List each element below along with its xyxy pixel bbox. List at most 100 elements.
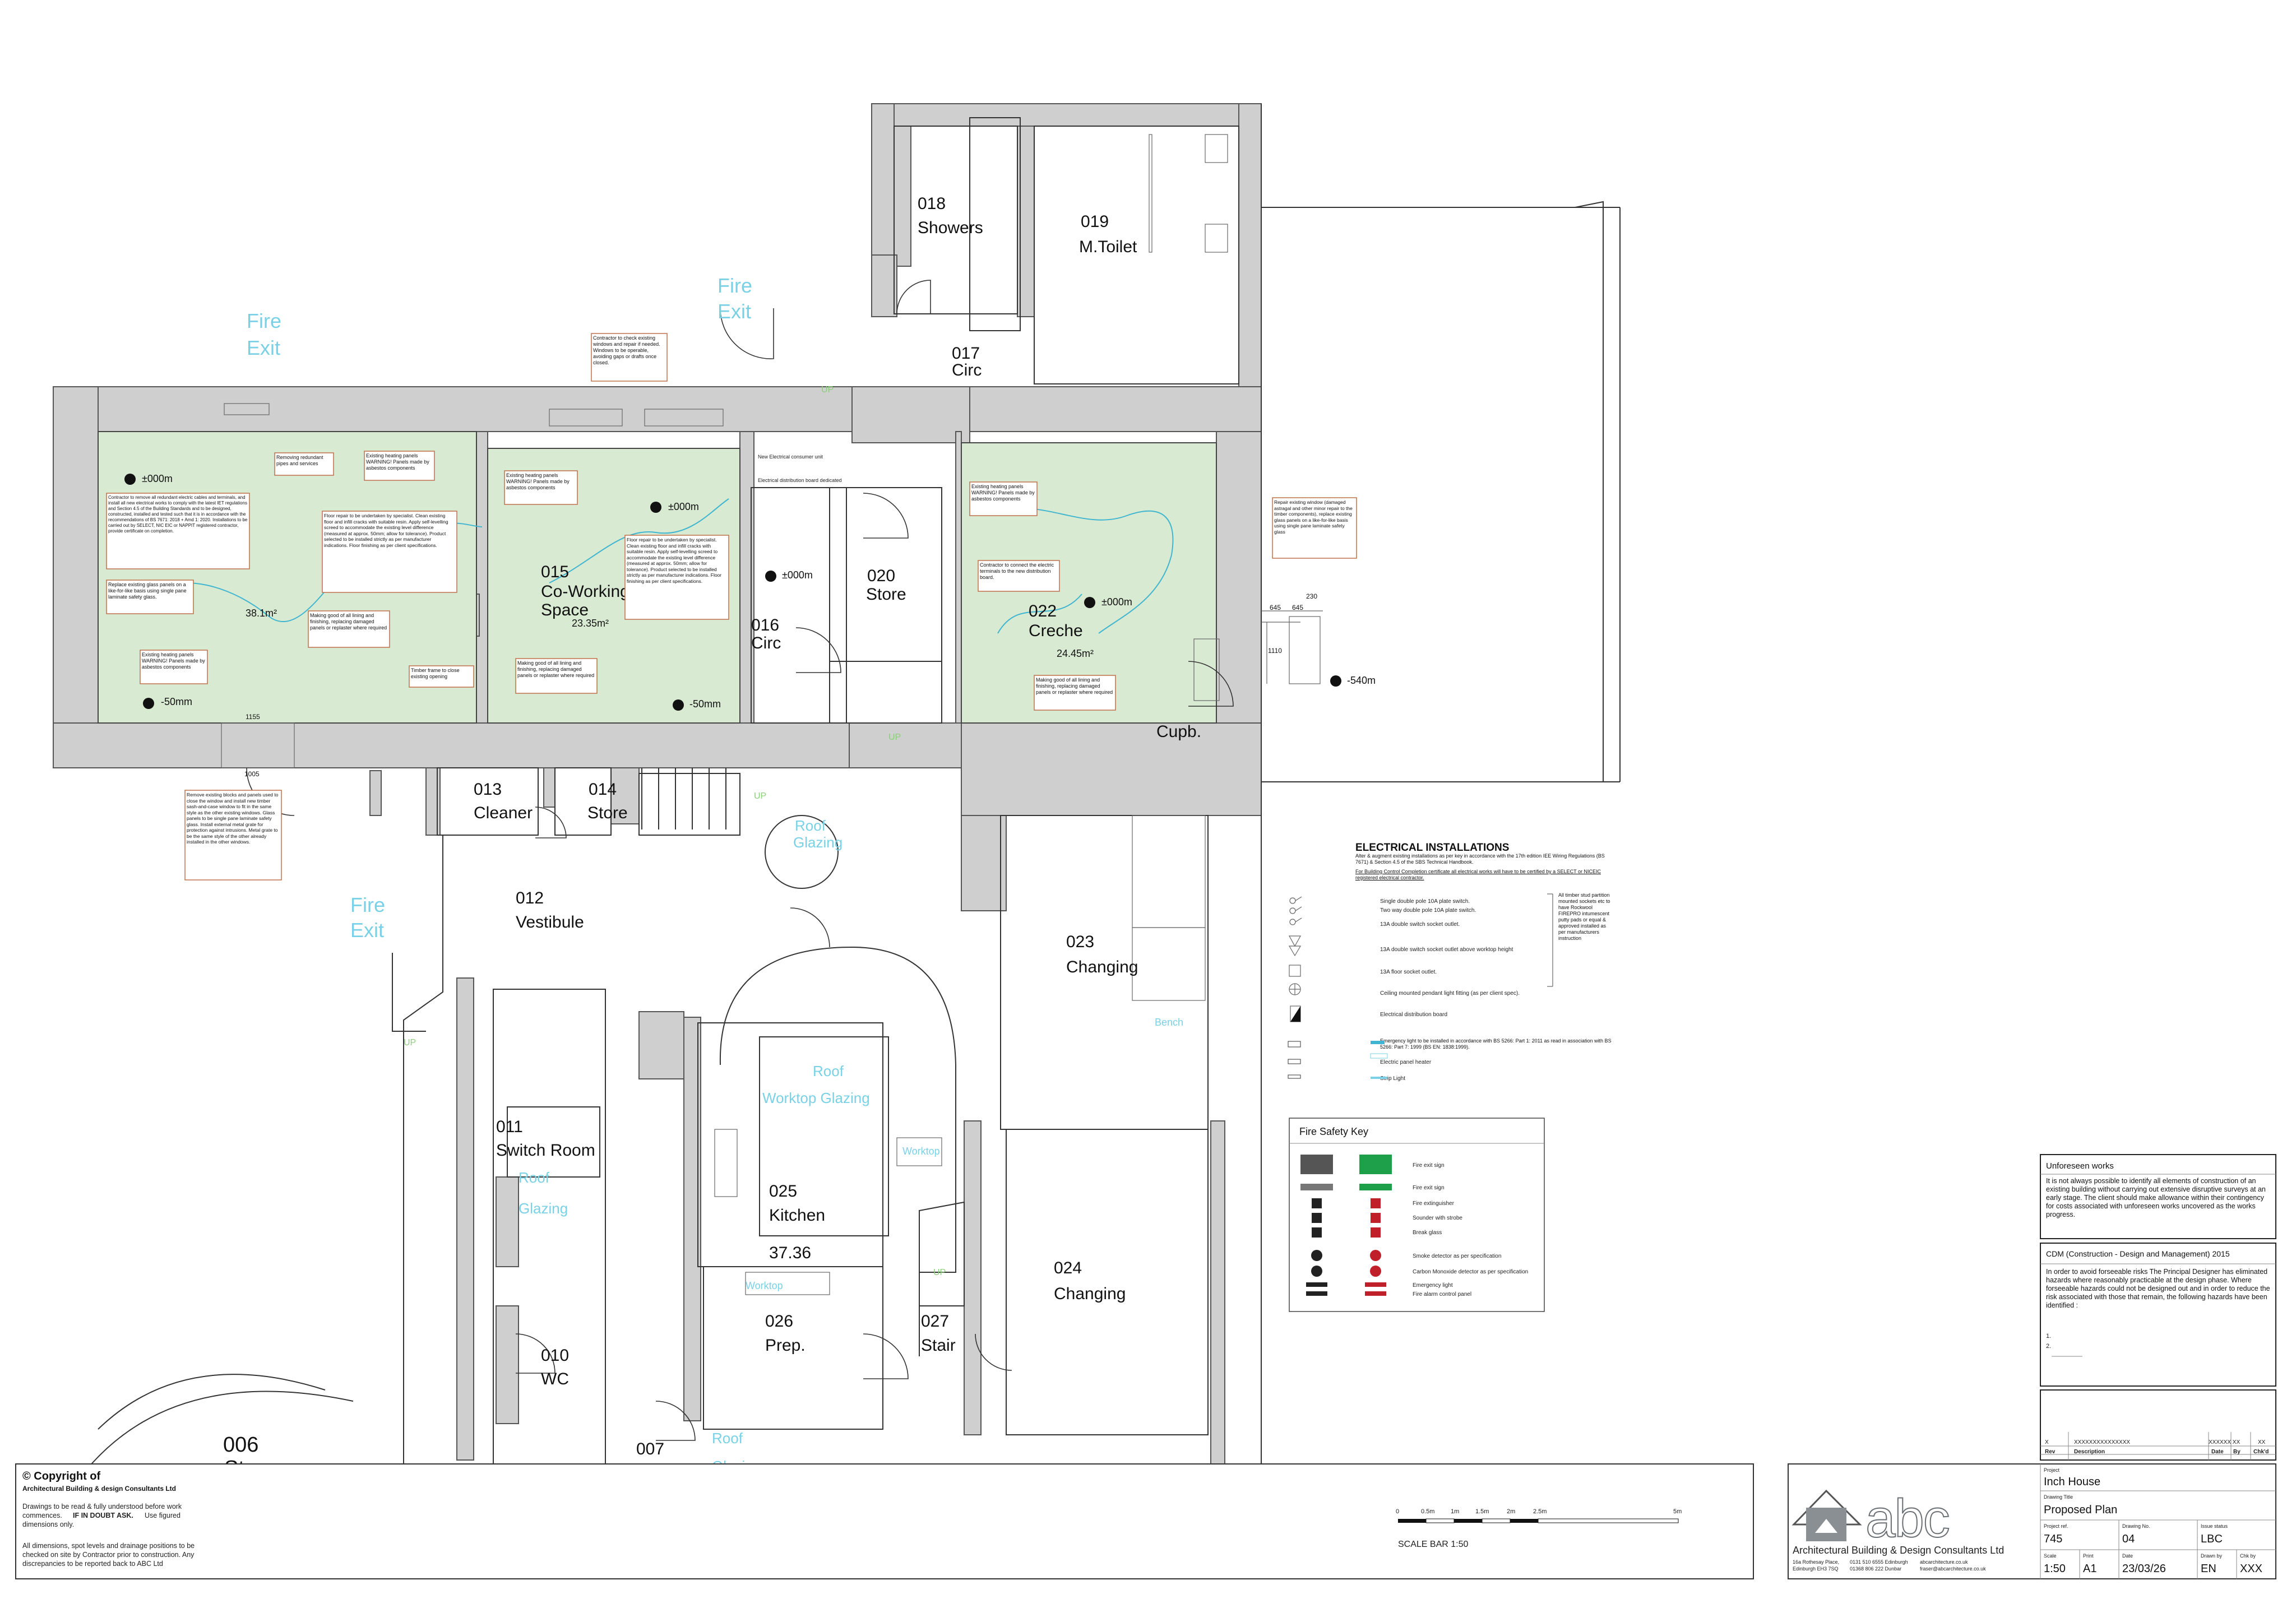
note-floor-repair-a: Floor repair to be undertaken by special… bbox=[324, 513, 448, 548]
building-walls bbox=[53, 103, 1262, 1480]
electrical-item-10: Strip Light bbox=[1380, 1076, 1405, 1082]
level-022: ±000m bbox=[1101, 596, 1132, 608]
title-scale: 1:50 bbox=[2044, 1563, 2066, 1575]
note-replace-glass: Replace existing glass panels on a like-… bbox=[108, 582, 187, 600]
electrical-title: ELECTRICAL INSTALLATIONS bbox=[1355, 842, 1509, 854]
worktop-label-1: Worktop bbox=[902, 1146, 940, 1157]
fire-key-item-5: Break glass bbox=[1413, 1230, 1442, 1236]
bench-label: Bench bbox=[1155, 1017, 1183, 1028]
fire-key-item-3: Fire extinguisher bbox=[1413, 1201, 1455, 1207]
room-023-number: 023 bbox=[1066, 933, 1094, 951]
roof-glazing-2-roof: Roof bbox=[519, 1169, 550, 1186]
revision-header-by: By bbox=[2233, 1449, 2241, 1455]
dimension-230: 230 bbox=[1306, 592, 1317, 600]
room-026-number: 026 bbox=[765, 1312, 793, 1331]
dimension-1005: 1005 bbox=[244, 770, 260, 778]
logo-text: abc bbox=[1866, 1489, 1949, 1549]
fire-key-item-1: Fire exit sign bbox=[1413, 1162, 1445, 1169]
copyright-line-2: commences. bbox=[22, 1512, 62, 1519]
note-heating-022: Existing heating panels WARNING! Panels … bbox=[971, 484, 1035, 502]
electrical-item-3: 13A double switch socket outlet. bbox=[1380, 921, 1460, 928]
title-checked: XXX bbox=[2240, 1563, 2262, 1575]
room-027-name: Stair bbox=[921, 1336, 956, 1355]
scale-bar: 0 0.5m 1m 1.5m 2m 2.5m 5m SCALE BAR 1:50 bbox=[1396, 1508, 1682, 1549]
room-017-number: 017 bbox=[952, 344, 980, 363]
title-block: abc Architectural Building & Design Cons… bbox=[1788, 1463, 2276, 1579]
cyan-labels: Fire Exit Fire Exit Fire Exit Roof Glazi… bbox=[247, 274, 1183, 1475]
note-heating-left: Existing heating panels WARNING! Panels … bbox=[142, 652, 205, 670]
revision-header-description: Description bbox=[2074, 1449, 2105, 1455]
bottom-strip: © Copyright of Architectural Building & … bbox=[15, 1463, 1754, 1579]
room-014-number: 014 bbox=[589, 780, 617, 799]
room-025-name: Kitchen bbox=[769, 1206, 825, 1225]
room-015-number: 015 bbox=[541, 563, 569, 581]
up-arrow-2: UP bbox=[888, 733, 901, 742]
up-arrow-4: UP bbox=[404, 1038, 416, 1048]
room-016-name: Circ bbox=[751, 634, 781, 652]
roof-glazing-1-glazing: Glazing bbox=[793, 834, 843, 851]
scale-tick-5: 5m bbox=[1673, 1508, 1682, 1515]
scale-tick-15: 1.5m bbox=[1475, 1508, 1489, 1515]
room-025-area: 37.36 bbox=[769, 1244, 811, 1262]
electrical-item-5: 13A floor socket outlet. bbox=[1380, 969, 1437, 975]
room-012-number: 012 bbox=[516, 889, 544, 907]
room-026-name: Prep. bbox=[765, 1336, 806, 1355]
title-drawn: EN bbox=[2201, 1563, 2216, 1575]
title-drawing-title-header: Drawing Title bbox=[2044, 1494, 2073, 1500]
revision-x: X bbox=[2045, 1439, 2049, 1445]
scale-tick-2: 2m bbox=[1507, 1508, 1515, 1515]
title-drawing-no: 04 bbox=[2122, 1533, 2135, 1545]
abc-logo: abc bbox=[1792, 1488, 1951, 1549]
title-email-2: fraser@abcarchitecture.co.uk bbox=[1920, 1566, 1986, 1572]
room-027-number: 027 bbox=[921, 1312, 949, 1331]
room-labels: 018 Showers 019 M.Toilet 017 Circ 015 Co… bbox=[223, 194, 1201, 1480]
fire-key-item-9: Fire alarm control panel bbox=[1413, 1291, 1471, 1297]
title-scale-header: Scale bbox=[2044, 1553, 2057, 1559]
fire-key-item-8: Emergency light bbox=[1413, 1282, 1453, 1289]
revision-header-rev: Rev bbox=[2045, 1449, 2056, 1455]
title-status: LBC bbox=[2201, 1533, 2223, 1545]
electrical-items: Single double pole 10A plate switch. Two… bbox=[1380, 898, 1612, 1082]
fire-exit-1-exit: Exit bbox=[247, 336, 280, 359]
copyright-company: Architectural Building & design Consulta… bbox=[22, 1485, 176, 1493]
note-removing-pipes: Removing redundant pipes and services bbox=[276, 455, 323, 466]
room-016-number: 016 bbox=[751, 616, 779, 634]
note-making-good-a: Making good of all lining and finishing,… bbox=[310, 613, 387, 631]
fire-exit-2-fire: Fire bbox=[718, 274, 752, 297]
dimension-645-b: 645 bbox=[1292, 604, 1303, 611]
title-address-2: Edinburgh EH3 7SQ bbox=[1793, 1566, 1839, 1572]
room-015-area: 23.35m² bbox=[572, 618, 609, 629]
electrical-item-2: Two way double pole 10A plate switch. bbox=[1380, 907, 1476, 914]
fire-exit-1-fire: Fire bbox=[247, 309, 281, 332]
level-left-bottom: -50mm bbox=[161, 696, 192, 707]
room-018-number: 018 bbox=[918, 194, 946, 213]
roof-glazing-2-glazing: Glazing bbox=[519, 1200, 568, 1217]
note-remove-cables: Contractor to remove all redundant elect… bbox=[108, 495, 248, 534]
cdm-hazard-2: 2. bbox=[2046, 1343, 2051, 1350]
up-arrow-1: UP bbox=[821, 385, 834, 395]
title-address-1: 16a Rothesay Place, bbox=[1793, 1559, 1839, 1565]
copyright-line-2-bold: IF IN DOUBT ASK. bbox=[73, 1512, 133, 1519]
left-room-area: 38.1m² bbox=[246, 608, 277, 619]
revision-date: XXXXXX XX bbox=[2209, 1439, 2240, 1445]
title-ref-header: Project ref. bbox=[2044, 1523, 2068, 1529]
electrical-cert: For Building Control Completion certific… bbox=[1355, 869, 1601, 880]
electrical-item-7: Electrical distribution board bbox=[1380, 1012, 1447, 1018]
copyright-title: © Copyright of bbox=[22, 1470, 101, 1482]
fire-safety-key: Fire Safety Key Fire exit sign Fire exit… bbox=[1289, 1118, 1545, 1312]
fire-key-item-4: Sounder with strobe bbox=[1413, 1215, 1462, 1221]
up-arrow-5: UP bbox=[933, 1268, 946, 1277]
title-drawn-header: Drawn by bbox=[2201, 1553, 2223, 1559]
dimension-1155: 1155 bbox=[246, 713, 260, 721]
cdm-hazard-1: 1. bbox=[2046, 1333, 2051, 1340]
plan-lines bbox=[78, 104, 1621, 1480]
note-check-windows: Contractor to check existing windows and… bbox=[593, 335, 660, 365]
note-remove-blocks: Remove existing blocks and panels used t… bbox=[187, 792, 279, 845]
electrical-item-4: 13A double switch socket outlet above wo… bbox=[1380, 947, 1513, 953]
note-heating-015: Existing heating panels WARNING! Panels … bbox=[506, 472, 570, 490]
title-status-header: Issue status bbox=[2201, 1523, 2228, 1529]
annotation-notes: Contractor to check existing windows and… bbox=[106, 333, 1357, 880]
roof-glazing-1-roof: Roof bbox=[795, 817, 826, 834]
room-006-number: 006 bbox=[223, 1433, 258, 1457]
